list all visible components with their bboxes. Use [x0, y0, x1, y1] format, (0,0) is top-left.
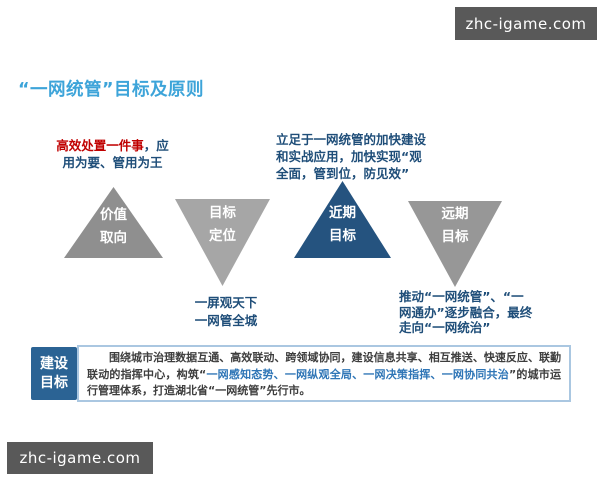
target-positioning-note: 一屏观天下 一网管全城: [155, 294, 297, 330]
near-term-note-line: 和实战应用，加快实现“观: [276, 149, 422, 164]
triangle-near-term-goal-label: 近期 目标: [294, 202, 391, 248]
goal-text-after: ”的城市运行管理体系，打造湖北省“一网统管”先行市。: [87, 367, 561, 398]
triangle-label-line: 定位: [209, 228, 236, 244]
triangle-target-positioning: 目标 定位: [175, 199, 270, 286]
triangle-label-line: 价值: [100, 207, 127, 223]
construction-goal-box: 围绕城市治理数据互通、高效联动、跨领域协同，建设信息共享、相互推送、快速反应、联…: [77, 345, 571, 402]
near-term-goal-note: 立足于一网统管的加快建设 和实战应用，加快实现“观 全面，管到位，防见效”: [276, 131, 456, 182]
triangle-long-term-goal: 远期 目标: [408, 201, 502, 287]
page-title: “一网统管”目标及原则: [18, 80, 205, 100]
construction-goal-text: 围绕城市治理数据互通、高效联动、跨领域协同，建设信息共享、相互推送、快速反应、联…: [87, 350, 561, 400]
long-term-note-line: 走向“一网统治”: [399, 320, 491, 335]
triangle-label-line: 目标: [209, 205, 236, 221]
long-term-note-line: 网通办”逐步融合，最终: [399, 304, 533, 320]
near-term-note-line: 立足于一网统管的加快建设: [276, 132, 427, 147]
triangle-label-line: 近期: [329, 205, 356, 221]
goal-text-before: 围绕城市治理数据互通、高效联动、跨领域协同，建设信息共享、相互推送、快速反应、联…: [87, 351, 561, 381]
positioning-note-line: 一屏观天下: [194, 295, 258, 310]
value-note-line2: 用为要、管用为王: [62, 155, 163, 170]
triangle-value-orientation-label: 价值 取向: [64, 204, 163, 250]
construction-goal-label: 建设 目标: [31, 347, 77, 400]
long-term-goal-note: 推动“一网统管”、“一 网通办”逐步融合，最终 走向“一网统治”: [399, 289, 561, 336]
triangle-label-line: 目标: [441, 229, 469, 245]
construction-goal-label-line: 建设: [40, 355, 68, 372]
positioning-note-line: 一网管全城: [194, 313, 258, 328]
triangle-near-term-goal: 近期 目标: [294, 181, 391, 258]
construction-goal-label-line: 目标: [40, 374, 68, 391]
triangle-label-line: 远期: [441, 206, 469, 222]
triangle-long-term-goal-label: 远期 目标: [408, 203, 502, 249]
watermark-top-right: zhc-igame.com: [455, 7, 597, 40]
goal-text-highlight: 一网感知态势、一网纵观全局、一网决策指挥、一网协同共治: [206, 367, 509, 381]
triangle-label-line: 取向: [100, 230, 127, 246]
near-term-note-line: 全面，管到位，防见效”: [276, 166, 410, 181]
value-note-highlight: 高效处置一件事: [56, 138, 144, 153]
value-orientation-note: 高效处置一件事，应 用为要、管用为王: [30, 137, 195, 171]
triangle-target-positioning-label: 目标 定位: [175, 202, 270, 248]
watermark-bottom-left: zhc-igame.com: [7, 442, 153, 474]
triangle-label-line: 目标: [329, 228, 356, 244]
value-note-rest: ，应: [143, 138, 169, 153]
triangle-value-orientation: 价值 取向: [64, 187, 163, 258]
long-term-note-line: 推动“一网统管”、“一: [399, 289, 524, 304]
